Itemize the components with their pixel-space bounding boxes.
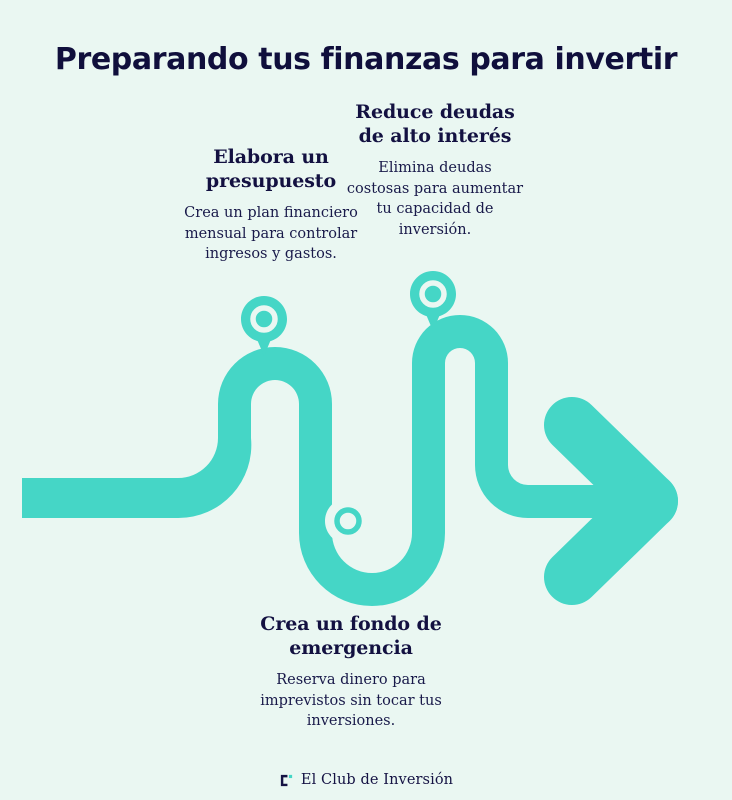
step-debt: Reduce deudas de alto interés Elimina de… <box>345 100 525 241</box>
step-budget-body: Crea un plan financiero mensual para con… <box>184 204 358 263</box>
step-fund-heading: Crea un fondo de emergencia <box>260 613 442 660</box>
arrow-right-icon <box>544 397 678 605</box>
step-debt-body: Elimina deudas costosas para aumentar tu… <box>346 159 524 239</box>
footer-brand: El Club de Inversión <box>0 772 732 788</box>
el-club-de-inversion-logo-icon <box>280 774 293 786</box>
step-debt-heading: Reduce deudas de alto interés <box>355 101 515 148</box>
map-pin-icon-fund <box>325 498 371 558</box>
step-fund: Crea un fondo de emergencia Reserva dine… <box>248 612 454 732</box>
step-budget-heading: Elabora un presupuesto <box>205 146 337 193</box>
road-path <box>22 315 620 606</box>
step-budget: Elabora un presupuesto Crea un plan fina… <box>183 145 359 265</box>
page-title: Preparando tus finanzas para invertir <box>54 42 678 77</box>
map-pin-icon-budget <box>241 296 287 356</box>
step-fund-body: Reserva dinero para imprevistos sin toca… <box>260 671 442 730</box>
footer-brand-label: El Club de Inversión <box>300 772 454 788</box>
map-pin-icon-debt <box>410 271 456 331</box>
